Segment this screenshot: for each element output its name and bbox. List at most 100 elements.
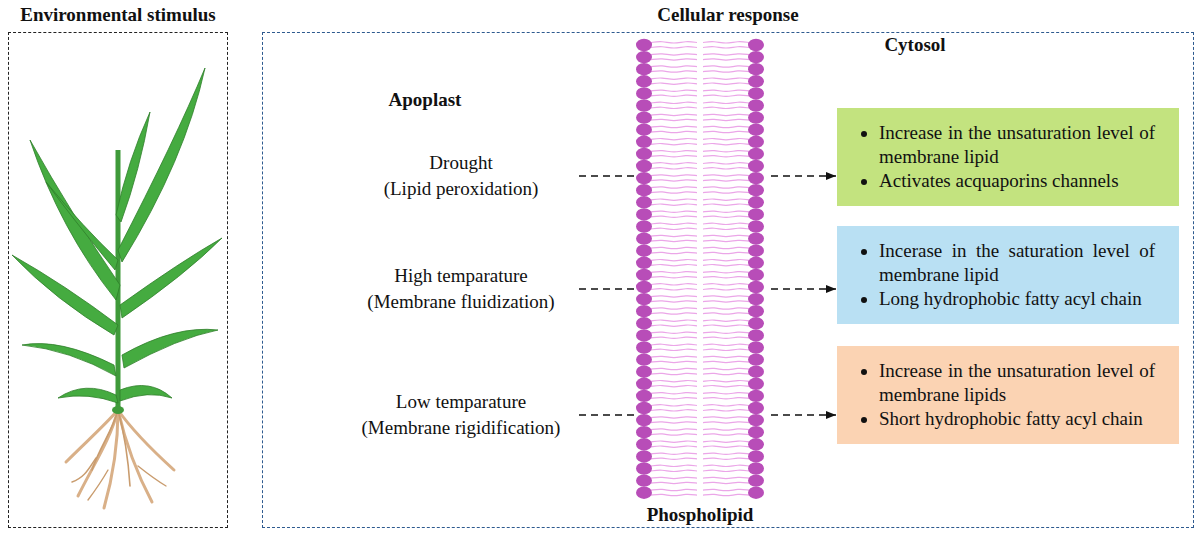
lipid-tail	[651, 494, 697, 495]
plant-illustration	[0, 0, 228, 536]
lipid-tail	[703, 126, 749, 127]
lipid-head	[748, 124, 764, 136]
leaf	[12, 255, 118, 335]
bullet-text: Activates acquaporins channels	[879, 169, 1155, 193]
lipid-tail	[703, 199, 749, 200]
lipid-head	[748, 148, 764, 160]
leaf	[58, 388, 118, 403]
lipid-tail	[703, 446, 749, 447]
lipid-tail	[651, 199, 697, 200]
lipid-head	[748, 51, 764, 63]
lipid-tail	[651, 349, 697, 350]
lipid-tail	[651, 59, 697, 60]
dashed-arrow	[579, 288, 836, 290]
lipid-tail	[651, 368, 697, 369]
lipid-tail	[703, 398, 749, 399]
stimulus-text: (Lipid peroxidation)	[384, 176, 539, 202]
lipid-tail	[651, 71, 697, 72]
bullet-text: Increase in the unsaturation level of me…	[879, 121, 1155, 169]
lipid-head	[748, 329, 764, 341]
stimulus-node: High temparature(Membrane fluidization)	[346, 262, 576, 316]
lipid-tail	[703, 59, 749, 60]
lipid-tail	[703, 192, 749, 193]
lipid-tail	[703, 264, 749, 265]
lipid-head	[748, 402, 764, 414]
stimulus-text: (Membrane fluidization)	[367, 289, 554, 315]
lipid-head	[748, 208, 764, 220]
lipid-tail	[651, 119, 697, 120]
lipid-tail	[651, 422, 697, 423]
bullet-text: Increase in the unsaturation level of me…	[879, 359, 1155, 407]
lipid-head	[636, 124, 652, 136]
lipid-tail	[651, 107, 697, 108]
lipid-tail	[651, 308, 697, 309]
lipid-tail	[703, 405, 749, 406]
lipid-tail	[651, 216, 697, 217]
lipid-tail	[651, 204, 697, 205]
lipid-head	[748, 366, 764, 378]
lipid-head	[636, 414, 652, 426]
bullet-text: Short hydrophobic fatty acyl chain	[879, 407, 1155, 431]
lipid-tail	[703, 482, 749, 483]
lipid-tail	[651, 465, 697, 466]
lipid-head	[636, 75, 652, 87]
lipid-tail	[703, 393, 749, 394]
lipid-head	[748, 378, 764, 390]
lipid-head	[748, 462, 764, 474]
stimulus-text: (Membrane rigidification)	[362, 415, 561, 441]
lipid-head	[636, 293, 652, 305]
lipid-tail	[703, 477, 749, 478]
lipid-tail	[651, 337, 697, 338]
lipid-head	[748, 172, 764, 184]
lipid-tail	[703, 247, 749, 248]
lipid-tail	[703, 168, 749, 169]
lipid-tail	[703, 465, 749, 466]
lipid-head	[636, 329, 652, 341]
lipid-head	[748, 426, 764, 438]
lipid-tail	[651, 410, 697, 411]
lipid-head	[636, 378, 652, 390]
lipid-head	[636, 99, 652, 111]
lipid-tail	[651, 393, 697, 394]
bullet-list: Increase in the unsaturation level of me…	[857, 121, 1155, 193]
lipid-tail	[703, 102, 749, 103]
lipid-tail	[703, 422, 749, 423]
lipid-tail	[651, 332, 697, 333]
lipid-tail	[651, 482, 697, 483]
root	[118, 410, 152, 502]
lipid-tail	[703, 429, 749, 430]
lipid-tail	[703, 223, 749, 224]
lipid-head	[636, 245, 652, 257]
lipid-head	[748, 220, 764, 232]
lipid-head	[636, 208, 652, 220]
lipid-tail	[651, 180, 697, 181]
lipid-tail	[651, 131, 697, 132]
lipid-tail	[703, 175, 749, 176]
membrane-background	[634, 36, 770, 502]
lipid-head	[748, 136, 764, 148]
lipid-tail	[703, 151, 749, 152]
lipid-tail	[703, 332, 749, 333]
lipid-head	[636, 257, 652, 269]
membrane-label: Phospholipid	[647, 504, 754, 526]
lipid-tail	[703, 47, 749, 48]
leaf	[46, 182, 118, 270]
lipid-tail	[651, 380, 697, 381]
lipid-head	[748, 269, 764, 281]
lipid-tail	[651, 211, 697, 212]
lipid-head	[636, 426, 652, 438]
lipid-tail	[651, 320, 697, 321]
lipid-tail	[651, 356, 697, 357]
lipid-tail	[651, 187, 697, 188]
lipid-tail	[651, 373, 697, 374]
lipid-head	[636, 402, 652, 414]
lipid-tail	[703, 187, 749, 188]
bullet-text: Incerase in the saturation level of memb…	[879, 239, 1155, 287]
lipid-head	[636, 220, 652, 232]
lipid-head	[636, 111, 652, 123]
lipid-tail	[703, 119, 749, 120]
lipid-tail	[703, 296, 749, 297]
lipid-tail	[703, 301, 749, 302]
lipid-head	[636, 184, 652, 196]
lipid-tail	[651, 151, 697, 152]
